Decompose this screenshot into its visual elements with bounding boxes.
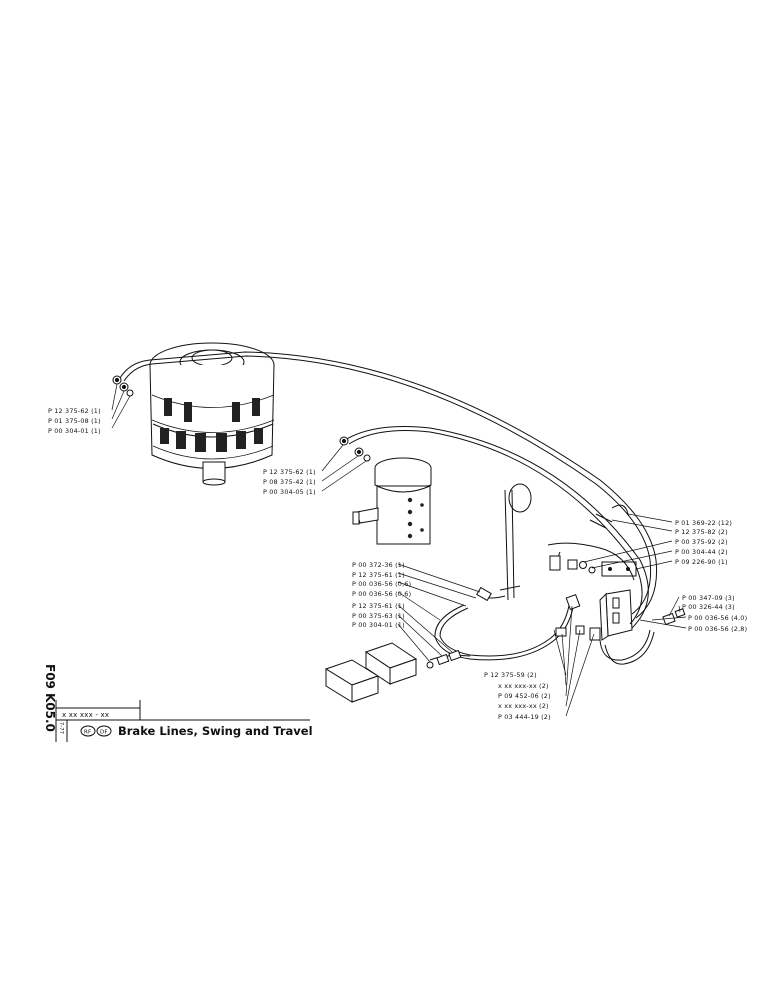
sheet-number-top: F09 (43, 664, 57, 689)
part-label: P 00 372-36 (1) (352, 561, 405, 569)
label-group-pedal: P 00 372-36 (1) P 12 375-61 (1) P 00 036… (352, 561, 411, 629)
support-blocks-drawing (324, 642, 418, 703)
part-label: P 12 375-62 (1) (48, 407, 101, 415)
valve-block-drawing (352, 457, 432, 545)
part-label: P 01 369-22 (12) (675, 519, 732, 527)
label-group-bottom: P 12 375-59 (2) x xx xxx-xx (2) P 09 452… (484, 671, 551, 721)
part-label: P 00 304-44 (2) (675, 548, 728, 556)
part-label: P 12 375-82 (2) (675, 528, 728, 536)
part-label: P 12 375-62 (1) (263, 468, 316, 476)
part-label: P 00 375-63 (1) (352, 612, 405, 620)
part-label: P 00 347-09 (3) (682, 594, 735, 602)
part-label: P 03 444-19 (2) (498, 713, 551, 721)
badge-df: DF (100, 730, 108, 736)
part-label: P 09 226-90 (1) (675, 558, 728, 566)
part-label: P 00 326-44 (3) (682, 603, 735, 611)
part-label: P 00 304-05 (1) (263, 488, 316, 496)
part-label: P 00 036-56 (4,0) (688, 614, 747, 622)
badge-rf: RF (84, 730, 91, 736)
label-group-valve-block: P 12 375-62 (1) P 08 375-42 (1) P 00 304… (263, 468, 316, 496)
part-label: P 12 375-61 (1) (352, 571, 405, 579)
part-label: P 00 304-01 (1) (352, 621, 405, 629)
part-label: P 08 375-42 (1) (263, 478, 316, 486)
part-label: P 00 375-92 (2) (675, 538, 728, 546)
control-valve-drawing (599, 561, 637, 641)
part-label: P 00 036-56 (0,6) (352, 580, 411, 588)
title-block: F09 K05.0 x xx xxx - xx 7-77 RF DF Brake… (43, 664, 313, 742)
part-label: P 01 375-08 (1) (48, 417, 101, 425)
leader-lines (111, 383, 687, 717)
part-label: P 00 036-56 (2,8) (688, 625, 747, 633)
part-label: P 12 375-61 (1) (352, 602, 405, 610)
part-label: P 00 036-56 (0,6) (352, 590, 411, 598)
part-label: P 12 375-59 (2) (484, 671, 537, 679)
label-group-lower-right: P 00 347-09 (3) P 00 326-44 (3) P 00 036… (682, 594, 747, 633)
swing-motor-drawing (149, 342, 275, 486)
pedal-valve-drawing (499, 483, 532, 601)
part-label: P 00 304-01 (1) (48, 427, 101, 435)
page-title: Brake Lines, Swing and Travel (118, 724, 313, 738)
label-group-upper-right: P 01 369-22 (12) P 12 375-82 (2) P 00 37… (675, 519, 732, 566)
sheet-date: 7-77 (58, 722, 64, 734)
part-label: P 09 452-06 (2) (498, 692, 551, 700)
part-label: x xx xxx-xx (2) (498, 702, 549, 710)
part-label: x xx xxx-xx (2) (498, 682, 549, 690)
sheet-number-bottom: K05.0 (43, 693, 57, 732)
sheet-code: x xx xxx - xx (62, 711, 109, 719)
label-group-swing-motor: P 12 375-62 (1) P 01 375-08 (1) P 00 304… (48, 407, 101, 435)
